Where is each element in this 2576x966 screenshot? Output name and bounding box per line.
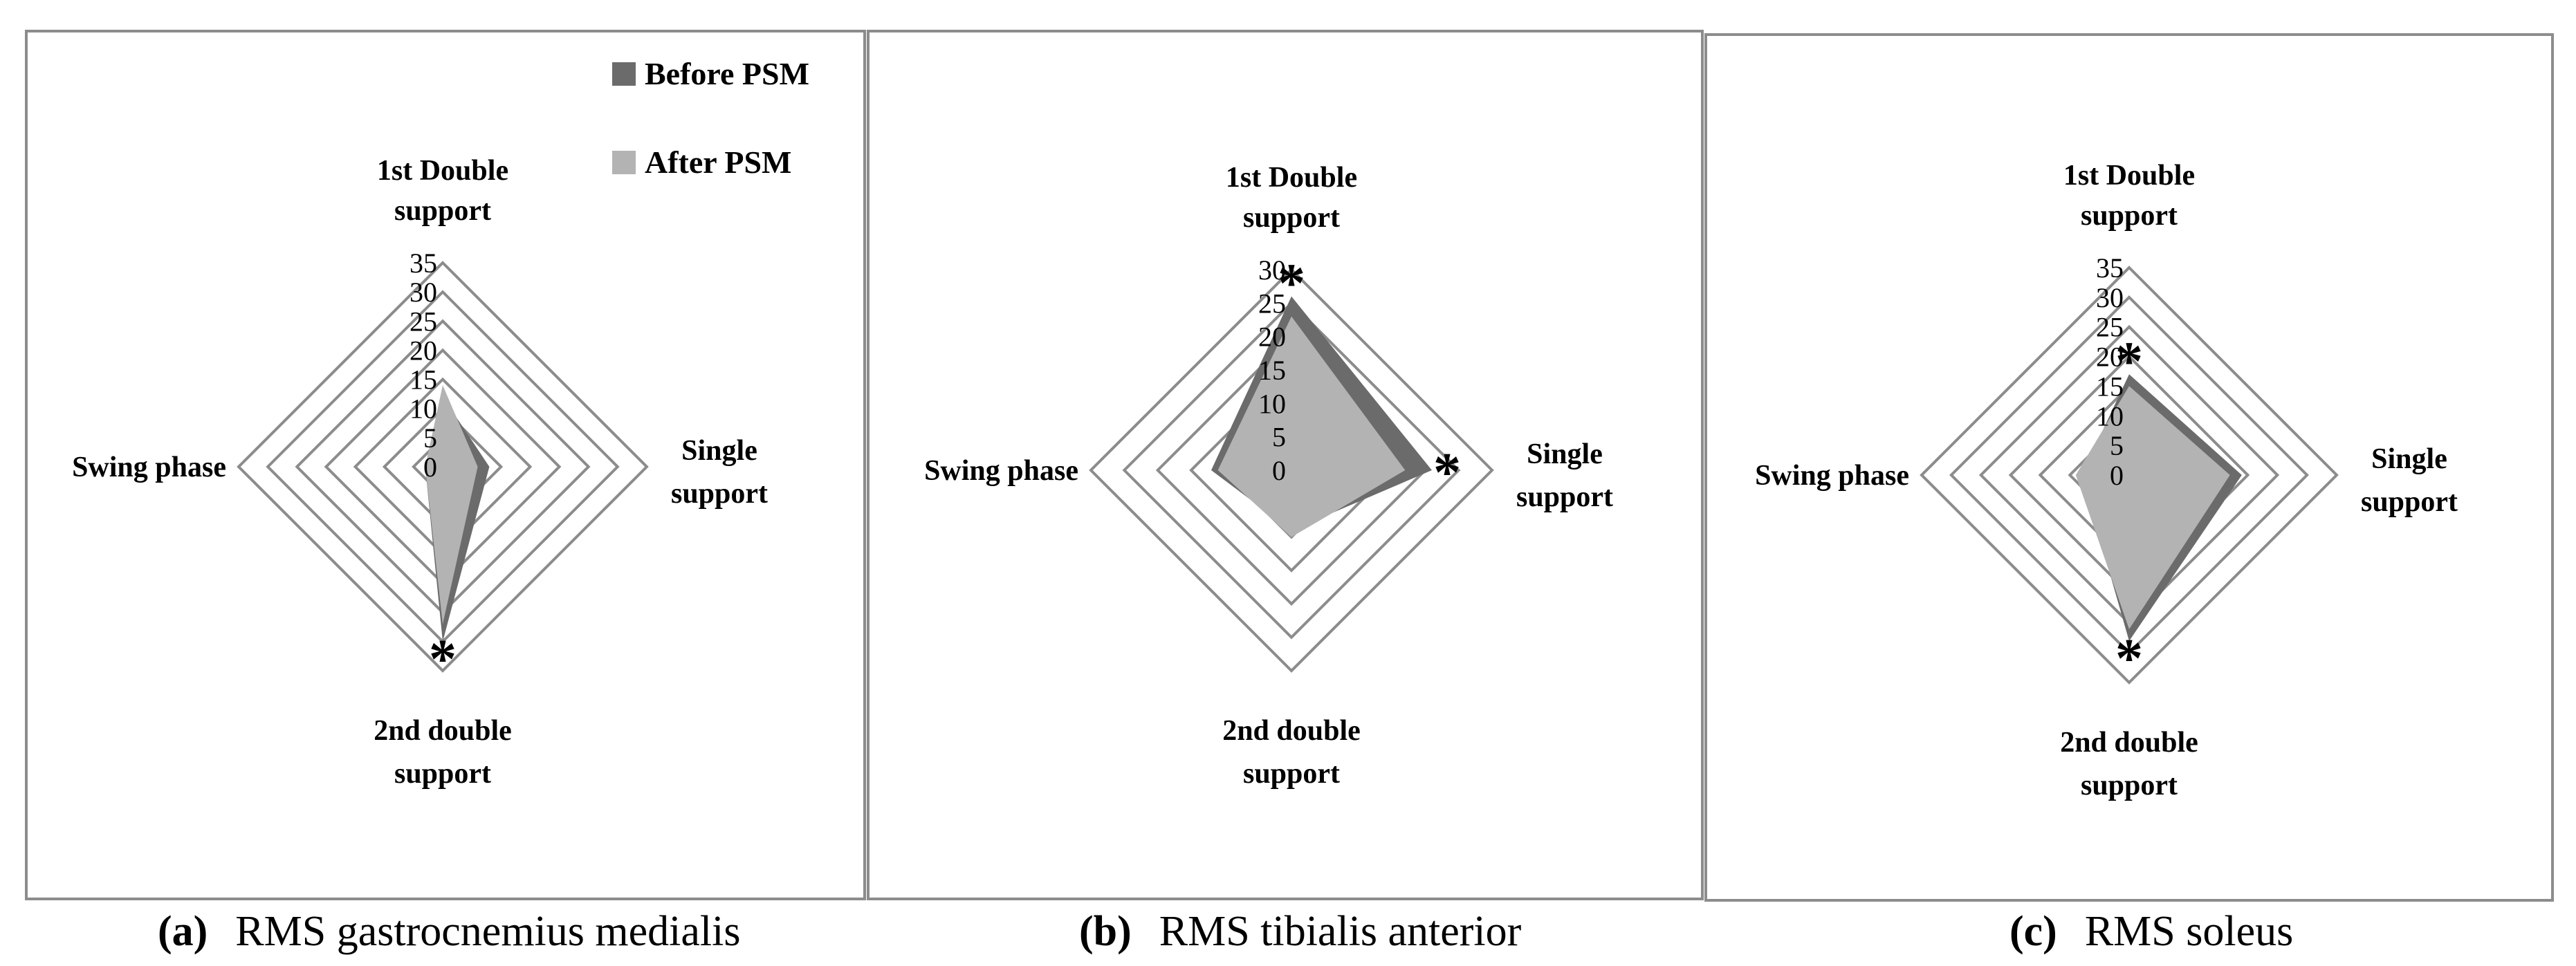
tick-label-5: 5: [2110, 430, 2124, 461]
grid-ring-25: [1122, 301, 1461, 640]
tick-label-20: 20: [410, 335, 437, 366]
axis-label-1st-double-support-line2: support: [1243, 202, 1340, 234]
tick-label-35: 35: [410, 248, 437, 279]
axis-label-swing-phase: Swing phase: [924, 455, 1078, 487]
axis-label-2nd-double-support-line1: 2nd double: [1222, 715, 1361, 747]
significance-marker: *: [1433, 443, 1461, 503]
tick-label-10: 10: [1258, 388, 1286, 419]
tick-label-0: 0: [1272, 455, 1286, 486]
series-after-area: [1217, 316, 1406, 537]
grid-ring-35: [1920, 266, 2339, 685]
caption-b: (b) RMS tibialis anterior: [1079, 907, 1521, 956]
tick-label-15: 15: [2096, 371, 2124, 402]
caption-c-label: (c): [2009, 908, 2057, 955]
series-after-area: [2075, 386, 2230, 629]
axis-label-2nd-double-support-line1: 2nd double: [2060, 727, 2198, 759]
panel-c-frame: [1704, 33, 2554, 902]
tick-label-10: 10: [410, 393, 437, 425]
caption-c: (c) RMS soleus: [2009, 907, 2293, 956]
panel-b-frame: [867, 30, 1704, 900]
caption-b-text: RMS tibialis anterior: [1159, 908, 1522, 955]
axis-label-single-support-line1: Single: [2371, 443, 2447, 475]
tick-label-10: 10: [2096, 400, 2124, 431]
legend-after-label: After PSM: [645, 145, 791, 180]
axis-label-1st-double-support-line1: 1st Double: [377, 155, 508, 187]
axis-label-single-support-line1: Single: [681, 435, 757, 467]
axis-label-2nd-double-support-line1: 2nd double: [374, 715, 512, 747]
tick-label-15: 15: [1258, 355, 1286, 386]
panel-a-frame: [25, 30, 866, 900]
series-after-area: [425, 385, 478, 624]
caption-a: (a) RMS gastrocnemius medialis: [158, 907, 740, 956]
axis-label-1st-double-support-line2: support: [394, 195, 491, 227]
grid-ring-30: [1949, 295, 2309, 655]
tick-label-5: 5: [423, 422, 437, 454]
axis-label-swing-phase: Swing phase: [72, 452, 226, 483]
axis-label-2nd-double-support-line2: support: [1243, 758, 1340, 790]
tick-label-30: 30: [2096, 282, 2124, 313]
axis-label-1st-double-support-line1: 1st Double: [1226, 162, 1357, 194]
tick-label-5: 5: [1272, 422, 1286, 453]
tick-label-30: 30: [410, 277, 437, 308]
axis-label-swing-phase: Swing phase: [1755, 460, 1909, 492]
caption-a-text: RMS gastrocnemius medialis: [235, 908, 741, 955]
legend: Before PSM After PSM: [612, 56, 809, 180]
grid-ring-35: [237, 261, 649, 673]
axis-label-1st-double-support-line1: 1st Double: [2063, 160, 2195, 192]
tick-label-30: 30: [1258, 254, 1286, 286]
tick-label-20: 20: [2096, 342, 2124, 373]
axis-label-single-support-line2: support: [2361, 486, 2458, 518]
legend-after-swatch: [612, 151, 636, 174]
axis-label-2nd-double-support-line2: support: [2081, 770, 2178, 801]
tick-label-25: 25: [410, 306, 437, 337]
tick-label-25: 25: [2096, 312, 2124, 343]
grid-ring-30: [1089, 268, 1494, 673]
caption-a-label: (a): [158, 908, 208, 955]
legend-before-swatch: [612, 62, 636, 86]
significance-marker: *: [1278, 254, 1305, 315]
caption-b-label: (b): [1079, 908, 1132, 955]
legend-before-label: Before PSM: [645, 56, 809, 91]
tick-label-20: 20: [1258, 322, 1286, 353]
significance-marker: *: [429, 629, 457, 690]
caption-c-text: RMS soleus: [2084, 908, 2294, 955]
axis-label-single-support-line1: Single: [1527, 438, 1603, 470]
tick-label-0: 0: [423, 452, 437, 483]
tick-label-0: 0: [2110, 460, 2124, 491]
significance-marker: *: [2115, 331, 2143, 392]
tick-label-25: 25: [1258, 288, 1286, 319]
axis-label-single-support-line2: support: [1516, 481, 1613, 513]
axis-label-2nd-double-support-line2: support: [394, 758, 491, 790]
tick-label-35: 35: [2096, 252, 2124, 284]
axis-label-single-support-line2: support: [671, 478, 768, 510]
axis-label-1st-double-support-line2: support: [2081, 200, 2178, 232]
tick-label-15: 15: [410, 364, 437, 396]
significance-marker: *: [2115, 629, 2143, 689]
